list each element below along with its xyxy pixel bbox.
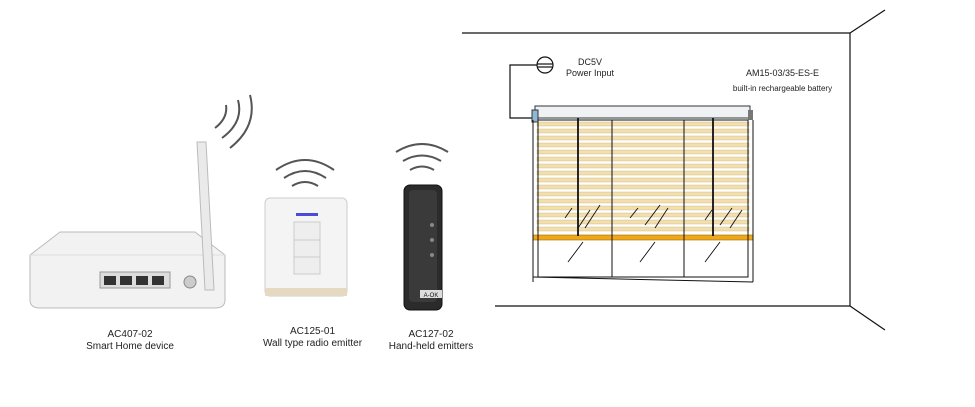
blind-slat [536,198,750,204]
blind-slat [536,149,750,155]
blind [531,105,754,283]
blind-slat [536,219,750,225]
blind-slat [536,135,750,141]
power-description: Power Input [565,68,615,78]
wall-switch-model: AC125-01 [289,326,336,337]
remote-description: Hand-held emitters [388,341,474,352]
blind-slat [536,128,750,134]
blind-slat [536,212,750,218]
blind-slat [536,226,750,232]
wall-switch-description: Wall type radio emitter [262,338,363,349]
router-device [29,141,226,309]
wall-switch-label: AC125-01 Wall type radio emitter [255,326,370,350]
blind-slat [536,156,750,162]
blind-slat [536,184,750,190]
router-model: AC407-02 [107,329,153,340]
wifi-signal-icon [214,94,449,187]
remote-label: AC127-02 Hand-held emitters [376,329,486,353]
motor-description: built-in rechargeable battery [732,84,833,93]
router-description: Smart Home device [86,341,174,352]
blind-slat [536,205,750,211]
blind-slat [536,142,750,148]
blind-slat [536,163,750,169]
remote-model: AC127-02 [408,329,454,340]
blind-slat [536,121,750,127]
blind-slat [536,177,750,183]
handheld-remote-device: A-OK [403,184,443,311]
motor-label: AM15-03/35-ES-E built-in rechargeable ba… [720,66,845,96]
router-label: AC407-02 Smart Home device [70,329,190,353]
power-input-label: DC5V Power Input [555,57,625,79]
remote-brand-logo: A-OK [424,293,439,299]
blind-slat [536,191,750,197]
power-input-icon [509,56,554,119]
blind-slat [536,170,750,176]
motor-model: AM15-03/35-ES-E [745,68,820,78]
wall-switch-device [264,197,348,297]
room-outline [462,9,886,331]
power-voltage: DC5V [577,57,602,67]
